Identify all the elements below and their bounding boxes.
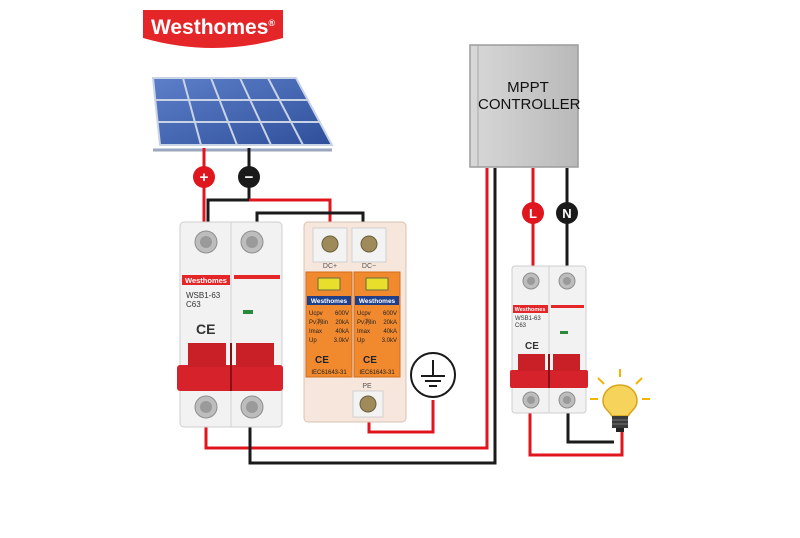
brand-name: Westhomes (150, 16, 269, 39)
spd-dc-plus-label: DC+ (323, 263, 337, 270)
output-breaker-brand: Westhomes (515, 307, 546, 313)
neutral-terminal-badge: N (556, 202, 578, 224)
plus-terminal-badge: + (193, 166, 215, 188)
light-bulb-icon (590, 369, 650, 432)
live-terminal-badge: L (522, 202, 544, 224)
svg-text:CE: CE (363, 355, 377, 366)
minus-label: − (245, 169, 254, 186)
spd-standard-left: IEC61643-31 (311, 370, 347, 376)
spd-spec-value: 600V (383, 311, 397, 317)
main-breaker-brand: Westhomes (185, 276, 227, 285)
spd-pe-label: PE (362, 383, 372, 390)
wiring (202, 148, 624, 465)
spd-spec-key: Imax (357, 329, 370, 335)
spd-spec-value: 40kA (383, 329, 397, 335)
output-breaker-model: WSB1-63 (515, 316, 541, 322)
spd-dc-minus-label: DC− (362, 263, 376, 270)
solar-panel-icon (151, 77, 334, 152)
spd-spec-value: 40kA (335, 329, 349, 335)
output-breaker: Westhomes WSB1-63 C63 CE (510, 265, 588, 414)
spd-spec-key: Up (309, 338, 317, 344)
spd-spec-value: 3.0kV (382, 338, 397, 344)
main-breaker: Westhomes WSB1-63 C63 CE (177, 221, 283, 428)
spd-spec-key: Imax (309, 329, 322, 335)
main-breaker-rating: C63 (186, 300, 201, 309)
spd-spec-key: Up (357, 338, 365, 344)
spd-spec-value: 20kA (383, 320, 397, 326)
main-breaker-model: WSB1-63 (186, 291, 221, 300)
spd-brand-right: Westhomes (359, 298, 396, 305)
output-breaker-rating: C63 (515, 323, 527, 329)
spd-spec-key: Ucpv (309, 311, 323, 317)
spd-spec-rows-left: Ucpv 600V Pv消lin 20kA Imax 40kA Up 3.0kV (309, 311, 349, 344)
ground-icon (410, 352, 456, 398)
mppt-controller-label: MPPT CONTROLLER (478, 79, 581, 113)
minus-terminal-badge: − (238, 166, 260, 188)
spd-spec-key: Pv消lin (357, 318, 376, 326)
spd-spec-rows-right: Ucpv 600V Pv消lin 20kA Imax 40kA Up 3.0kV (357, 311, 397, 344)
brand-registered-mark: ® (268, 18, 276, 28)
svg-text:CE: CE (315, 355, 329, 366)
brand-logo: Westhomes® (143, 10, 283, 52)
spd-spec-value: 20kA (335, 320, 349, 326)
spd-spec-key: Pv消lin (309, 318, 328, 326)
svg-text:CE: CE (525, 341, 539, 352)
mppt-controller-line1: MPPT (507, 79, 549, 96)
neutral-label: N (562, 206, 571, 221)
spd-standard-right: IEC61643-31 (359, 370, 395, 376)
plus-label: + (200, 169, 209, 186)
spd-brand-left: Westhomes (311, 298, 348, 305)
spd-spec-key: Ucpv (357, 311, 371, 317)
surge-protection-device: DC+ DC− Westhomes Westhomes Ucpv 600V Pv消l… (303, 221, 407, 423)
mppt-controller-box (469, 44, 579, 168)
spd-spec-value: 600V (335, 311, 349, 317)
live-label: L (529, 206, 537, 221)
svg-text:CE: CE (196, 321, 215, 337)
spd-spec-value: 3.0kV (334, 338, 349, 344)
mppt-controller-line2: CONTROLLER (478, 96, 581, 113)
